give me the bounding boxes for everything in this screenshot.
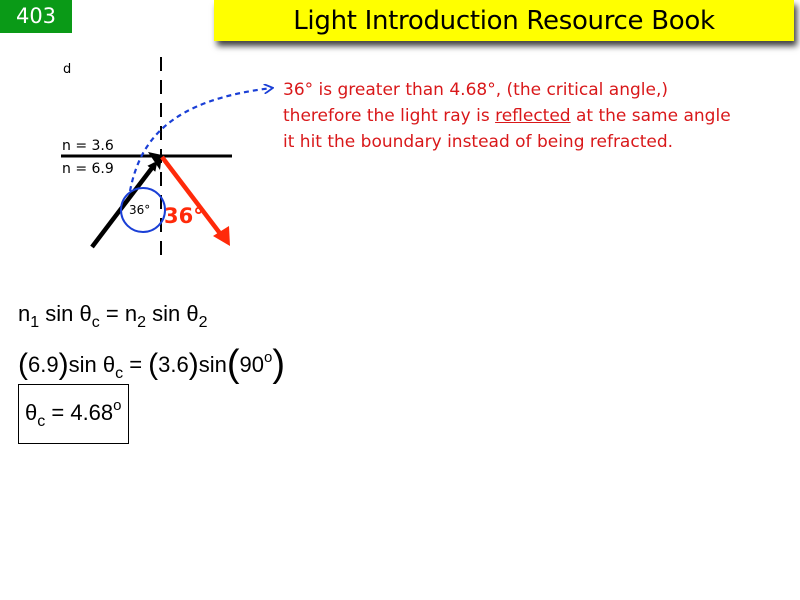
eq1-n2: n	[124, 301, 138, 326]
explanation-text: 36° is greater than 4.68°, (the critical…	[283, 77, 793, 155]
incident-ray-head	[148, 152, 162, 170]
reflected-angle-label: 36°	[164, 204, 204, 228]
eq2-value-3: 90	[239, 352, 265, 377]
result-theta: θ	[25, 400, 38, 425]
diagram-corner-label: d	[63, 62, 72, 77]
medium-bottom-index-label: n = 6.9	[62, 161, 114, 177]
page-title: Light Introduction Resource Book	[214, 0, 794, 41]
eq2-value-2: 3.6	[158, 352, 189, 377]
reflected-ray-head	[213, 226, 230, 246]
result-degree-sup: o	[113, 397, 122, 414]
explanation-line-3: it hit the boundary instead of being ref…	[283, 132, 674, 152]
result-equals: =	[45, 400, 71, 425]
eq1-sin2: sin θ	[145, 301, 199, 326]
equations-block: n1 sin θc = n2 sin θ2 (6.9)sin θc = (3.6…	[18, 292, 285, 444]
explanation-line-2-start: therefore the light ray is	[283, 106, 496, 126]
eq2-sin2: sin	[198, 352, 227, 377]
snells-law-equation: n1 sin θc = n2 sin θ2	[18, 292, 285, 336]
annotation-arc	[128, 88, 272, 192]
eq1-n1: n	[18, 301, 31, 326]
eq1-sin1: sin θ	[39, 301, 92, 326]
explanation-line-2-end: at the same angle	[570, 106, 731, 126]
eq1-n2-sub: 2	[137, 314, 146, 331]
eq2-rparen-2: )	[188, 348, 199, 381]
eq2-sin1-sub: c	[115, 365, 124, 382]
explanation-line-2: therefore the light ray is reflected at …	[283, 103, 793, 129]
explanation-line-1: 36° is greater than 4.68°, (the critical…	[283, 80, 668, 100]
medium-top-index-label: n = 3.6	[62, 138, 114, 154]
substituted-equation: (6.9)sin θc = (3.6)sin(90o)	[18, 336, 285, 385]
eq2-value-1: 6.9	[28, 352, 59, 377]
eq1-sin1-sub: c	[91, 314, 100, 331]
eq2-equals: =	[123, 352, 149, 377]
eq1-sin2-sub: 2	[198, 314, 208, 331]
eq2-lparen-3: (	[226, 343, 240, 385]
eq1-n1-sub: 1	[30, 314, 40, 331]
eq2-lparen-1: (	[18, 348, 28, 381]
result-theta-sub: c	[37, 413, 46, 430]
page-number-badge: 403	[0, 0, 72, 33]
critical-angle-result-box: θc = 4.68o	[18, 384, 129, 444]
eq1-equals: =	[99, 301, 125, 326]
eq2-rparen-3: )	[272, 343, 286, 385]
eq2-lparen-2: (	[148, 348, 159, 381]
result-value: 4.68	[70, 400, 114, 425]
eq2-sin1: sin θ	[68, 352, 116, 377]
emphasized-word: reflected	[495, 106, 571, 126]
eq2-degree-sup: o	[264, 349, 273, 366]
incident-angle-label: 36°	[129, 203, 151, 217]
eq2-rparen-1: )	[58, 348, 69, 381]
